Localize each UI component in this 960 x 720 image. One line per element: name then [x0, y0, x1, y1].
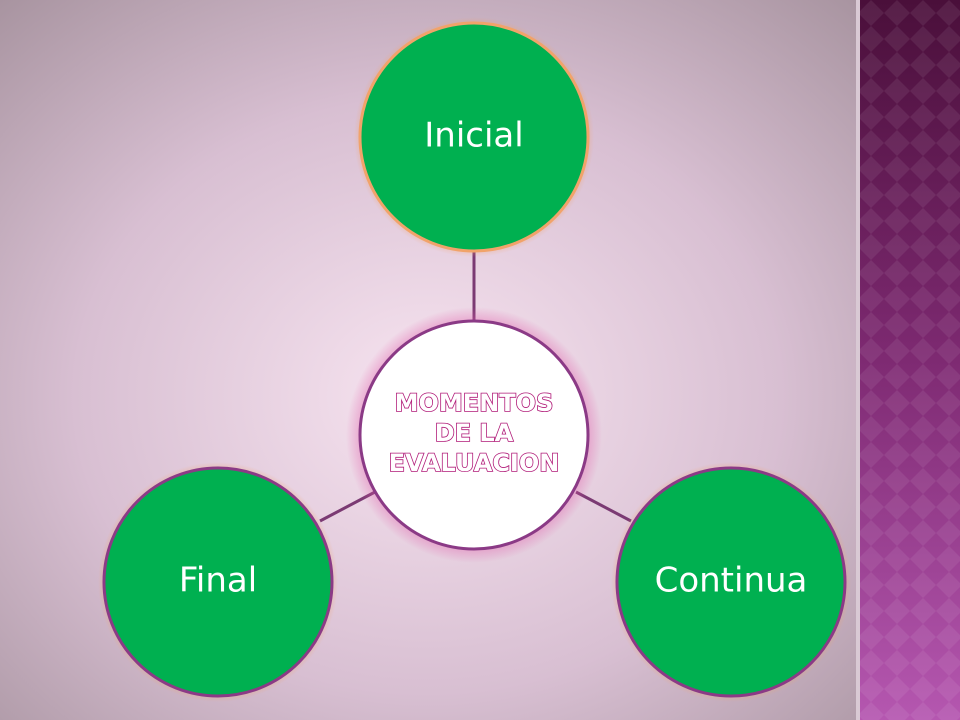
center-title-line-1: MOMENTOS — [395, 389, 554, 417]
decorative-sidebar — [856, 0, 960, 720]
node-continua: Continua — [611, 462, 851, 702]
center-title-line-2: DE LA — [435, 419, 514, 447]
node-final-label: Final — [179, 561, 257, 601]
node-continua-label: Continua — [655, 561, 808, 601]
center-node: MOMENTOS DE LA EVALUACION — [346, 307, 602, 563]
node-final: Final — [98, 462, 338, 702]
node-inicial-label: Inicial — [424, 116, 523, 156]
node-inicial: Inicial — [354, 17, 594, 257]
center-title-line-3: EVALUACION — [389, 449, 560, 477]
